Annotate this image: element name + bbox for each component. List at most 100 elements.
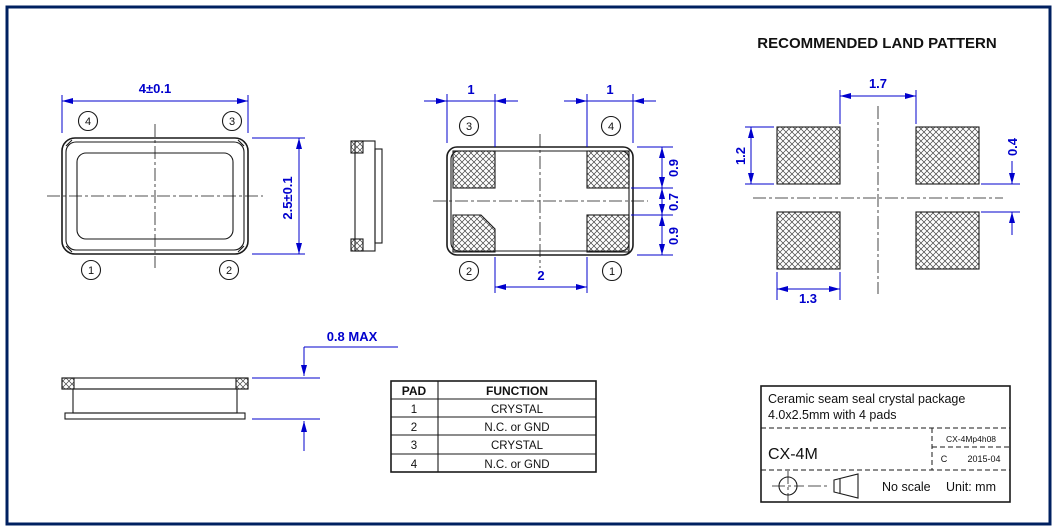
table-cell-pad: 1 [411, 404, 417, 416]
corner-mark [65, 139, 73, 147]
land-pad-top-left [776, 126, 841, 185]
table-cell-function: CRYSTAL [491, 404, 544, 416]
pad-number-circle [218, 259, 240, 281]
dimension-horizontal-gap: 1.7 [839, 76, 917, 124]
dimension-width: 4±0.1 [61, 81, 249, 133]
pad-number-label: 1 [609, 266, 615, 278]
side-lid [374, 148, 383, 244]
side-pad-right [235, 377, 249, 390]
revision-date: 2015-04 [967, 454, 1000, 464]
dimension-right-stack: 0.9 0.7 0.9 [631, 146, 681, 256]
pad-number-bottom-right: 2 [218, 259, 240, 281]
pad-number-label: 2 [226, 265, 232, 277]
pad-number-bottom-left: 1 [80, 259, 102, 281]
pad-2-chamfered [452, 214, 496, 253]
dimension-pad-height: 1.2 [733, 126, 774, 185]
table-cell-function: N.C. or GND [484, 459, 549, 471]
land-pad-top-right [915, 126, 980, 185]
dimension-label: 0.9 [666, 159, 681, 177]
pad-number-label: 3 [229, 116, 235, 128]
side-pad-top [350, 140, 364, 154]
projection-symbol [772, 471, 859, 501]
dimension-height-max: 0.8 MAX [252, 329, 398, 451]
pad-number-circle [600, 115, 622, 137]
pad-number-bottom-left: 2 [458, 260, 480, 282]
dimension-height: 2.5±0.1 [252, 137, 305, 255]
table-cell-function: N.C. or GND [484, 422, 549, 434]
package-inner-outline [450, 150, 630, 252]
pad-1 [586, 214, 630, 253]
land-pattern: RECOMMENDED LAND PATTERN 1.7 1.2 0.4 [733, 35, 1020, 306]
table-row: 2 N.C. or GND [411, 422, 550, 434]
dimension-label: 1 [606, 82, 613, 97]
pad-number-bottom-right: 1 [601, 260, 623, 282]
pad-number-circle [458, 115, 480, 137]
pad-4 [586, 150, 630, 189]
dimension-label: 0.9 [666, 227, 681, 245]
table-header-function: FUNCTION [486, 384, 548, 398]
side-pad-bottom [350, 238, 364, 252]
land-pad-bottom-right [915, 211, 980, 270]
pad-number-label: 2 [466, 266, 472, 278]
pad-3 [452, 150, 496, 189]
table-cell-pad: 4 [411, 459, 418, 471]
part-number: CX-4M [768, 446, 818, 463]
scale-note: No scale [882, 480, 931, 494]
table-cell-pad: 2 [411, 422, 417, 434]
pad-number-circle [80, 259, 102, 281]
dimension-vertical-gap: 0.4 [981, 137, 1020, 235]
pad-number-label: 1 [88, 265, 94, 277]
side-view-narrow [350, 140, 383, 252]
unit-note: Unit: mm [946, 480, 996, 494]
corner-mark [237, 139, 245, 147]
dimension-label: 1.2 [733, 147, 748, 165]
dimension-label: 1 [467, 82, 474, 97]
dimension-pad-width: 1.3 [776, 272, 841, 306]
pad-number-circle [77, 110, 99, 132]
package-outline [61, 137, 249, 255]
title-block-border [760, 385, 1011, 503]
table-cell-pad: 3 [411, 440, 417, 452]
corner-mark [237, 245, 245, 253]
description-line2: 4.0x2.5mm with 4 pads [768, 408, 897, 422]
side-profile-view: 0.8 MAX [61, 329, 398, 451]
dimension-width-label: 4±0.1 [139, 81, 171, 96]
table-header-pad: PAD [402, 384, 427, 398]
bottom-view: 3 4 2 1 1 1 [424, 82, 681, 293]
base-plate [64, 412, 246, 420]
description-line1: Ceramic seam seal crystal package [768, 392, 965, 406]
dimension-pad-width-left: 1 [424, 82, 518, 147]
land-pad-bottom-left [776, 211, 841, 270]
table-cell-function: CRYSTAL [491, 440, 544, 452]
dimension-label: 0.8 MAX [327, 329, 378, 344]
package-inner-outline [65, 141, 245, 251]
side-pad-left [61, 377, 75, 390]
pad-number-circle [601, 260, 623, 282]
revision: C [941, 454, 948, 464]
land-pattern-title: RECOMMENDED LAND PATTERN [757, 35, 996, 52]
document-number: CX-4Mp4h08 [946, 434, 996, 444]
pad-number-label: 4 [85, 116, 91, 128]
table-row: 1 CRYSTAL [411, 404, 544, 416]
pad-number-top-left: 4 [77, 110, 99, 132]
pad-function-table: PAD FUNCTION 1 CRYSTAL 2 N.C. or GND 3 C… [390, 380, 597, 473]
dimension-label: 2 [537, 268, 544, 283]
pad-number-top-right: 4 [600, 115, 622, 137]
pad-number-label: 4 [608, 121, 614, 133]
pad-number-circle [458, 260, 480, 282]
dimension-label: 0.7 [666, 193, 681, 211]
dimension-label: 0.4 [1005, 137, 1020, 156]
dimension-label: 1.3 [799, 291, 817, 306]
top-view: 4 3 1 2 4±0.1 2.5±0.1 [47, 81, 305, 281]
lid-cavity-outline [76, 152, 234, 240]
pad-number-top-left: 3 [458, 115, 480, 137]
dimension-height-label: 2.5±0.1 [280, 176, 295, 219]
pad-number-top-right: 3 [221, 110, 243, 132]
dimension-label: 1.7 [869, 76, 887, 91]
title-block: Ceramic seam seal crystal package 4.0x2.… [760, 385, 1011, 503]
table-border [390, 380, 597, 473]
dimension-pad-span: 2 [494, 257, 588, 293]
table-row: 3 CRYSTAL [411, 440, 544, 452]
package-outline [446, 146, 634, 256]
corner-mark [65, 245, 73, 253]
